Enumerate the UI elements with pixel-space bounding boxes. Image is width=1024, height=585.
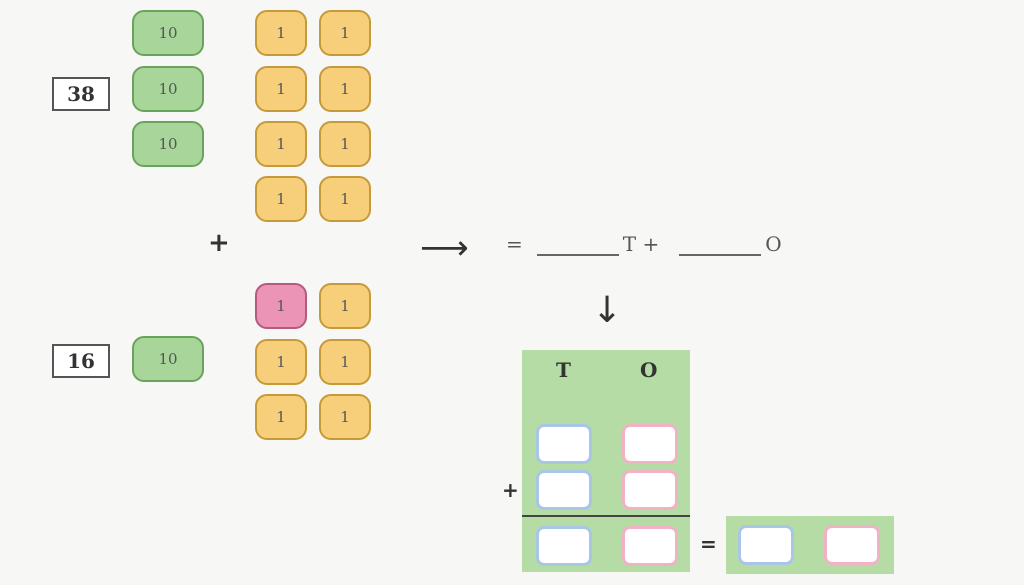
table-plus-sign: + xyxy=(502,478,519,502)
tens-answer[interactable] xyxy=(536,526,592,566)
ones-blank[interactable] xyxy=(679,236,762,256)
one-tile: 1 xyxy=(255,66,307,112)
one-tile: 1 xyxy=(255,394,307,440)
ones-input-2[interactable] xyxy=(622,470,678,510)
arrow-right-icon: ⟶ xyxy=(420,228,469,268)
ones-header: O xyxy=(640,358,658,382)
result-ones-input[interactable] xyxy=(824,525,880,565)
highlighted-one-tile: 1 xyxy=(255,283,307,329)
tens-input-1[interactable] xyxy=(536,424,592,464)
equation-tens-suffix: T + xyxy=(622,232,660,256)
ten-tile: 10 xyxy=(132,10,204,56)
ten-tile: 10 xyxy=(132,336,204,382)
sum-divider xyxy=(522,515,690,517)
arrow-down-icon: ↓ xyxy=(592,290,623,331)
ten-tile: 10 xyxy=(132,121,204,167)
plus-sign: + xyxy=(208,228,230,258)
one-tile: 1 xyxy=(319,176,371,222)
tens-header: T xyxy=(556,358,571,382)
one-tile: 1 xyxy=(319,394,371,440)
number-box-16: 16 xyxy=(52,344,110,378)
one-tile: 1 xyxy=(255,10,307,56)
one-tile: 1 xyxy=(319,66,371,112)
one-tile: 1 xyxy=(255,121,307,167)
ten-tile: 10 xyxy=(132,66,204,112)
one-tile: 1 xyxy=(319,10,371,56)
one-tile: 1 xyxy=(319,121,371,167)
equation-equals: = xyxy=(506,232,523,256)
one-tile: 1 xyxy=(319,283,371,329)
one-tile: 1 xyxy=(255,339,307,385)
one-tile: 1 xyxy=(255,176,307,222)
ones-answer[interactable] xyxy=(622,526,678,566)
one-tile: 1 xyxy=(319,339,371,385)
place-value-table: T O xyxy=(522,350,690,572)
result-tens-input[interactable] xyxy=(738,525,794,565)
tens-blank[interactable] xyxy=(536,236,619,256)
number-box-38: 38 xyxy=(52,77,110,111)
result-panel xyxy=(726,516,894,574)
equals-sign: = xyxy=(700,532,717,556)
ones-input-1[interactable] xyxy=(622,424,678,464)
tens-input-2[interactable] xyxy=(536,470,592,510)
equation-ones-suffix: O xyxy=(765,232,782,256)
equation-line: = T + O xyxy=(506,232,782,256)
